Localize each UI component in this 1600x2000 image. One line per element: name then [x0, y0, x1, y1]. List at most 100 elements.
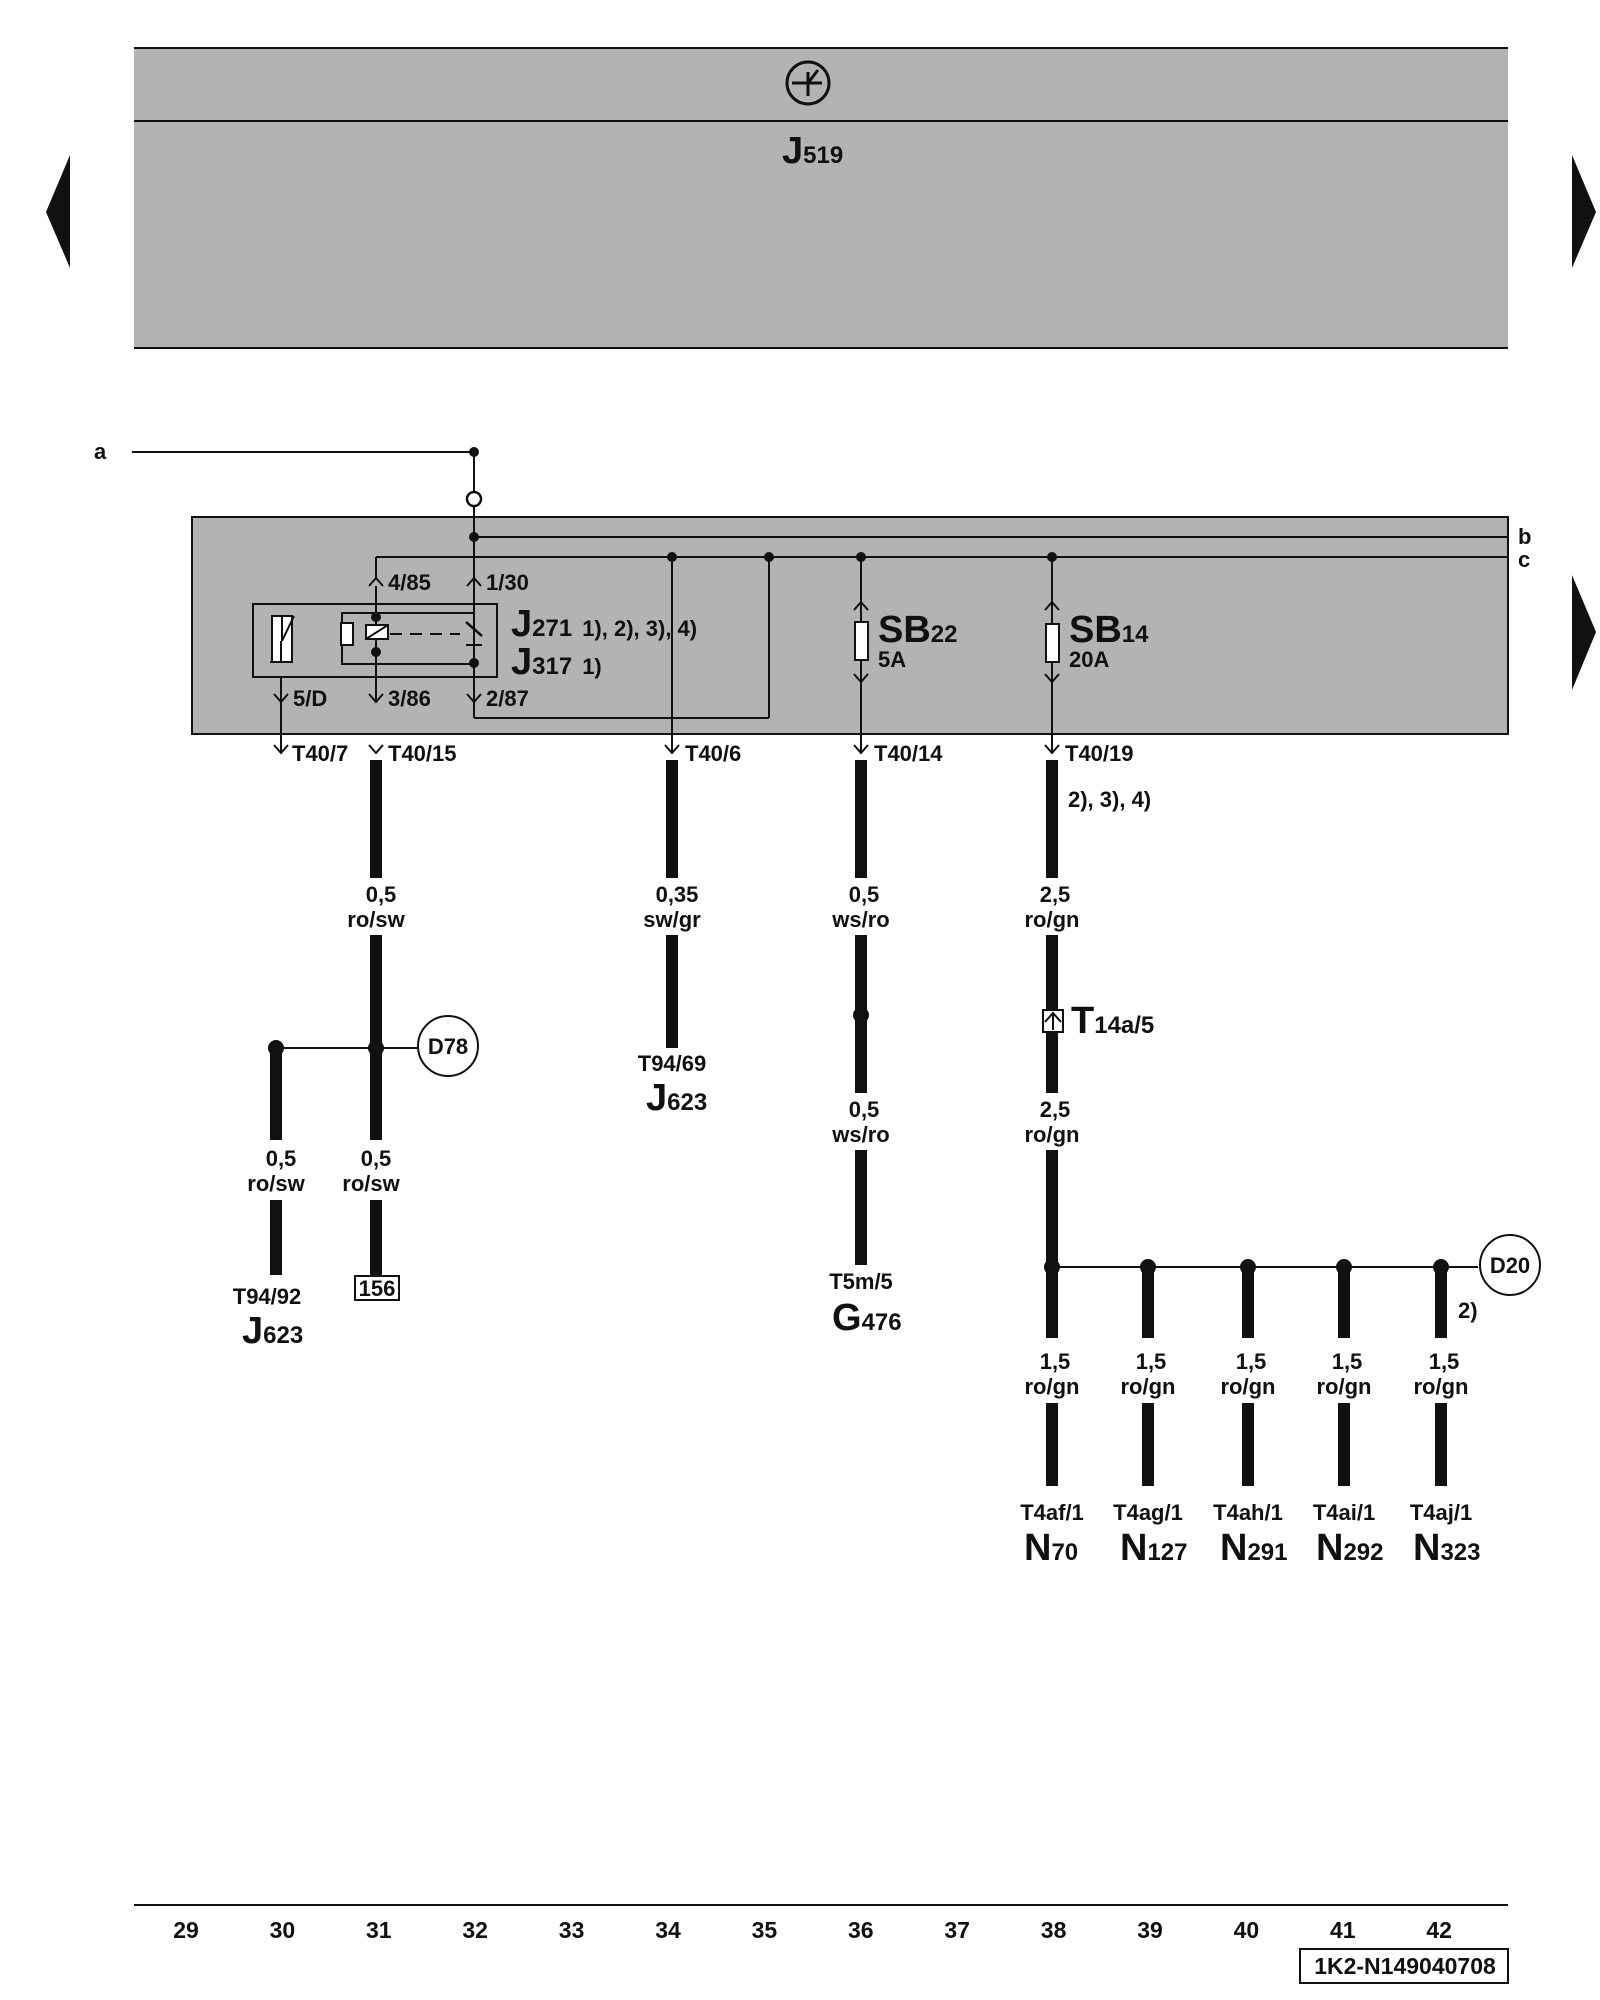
svg-text:0,5: 0,5 [361, 1146, 392, 1171]
svg-text:SB22: SB22 [878, 609, 958, 651]
wire-color: ro/gn [1317, 1374, 1372, 1399]
load-name: N127 [1120, 1527, 1188, 1569]
column-number: 29 [173, 1917, 199, 1943]
svg-text:ro/sw: ro/sw [342, 1171, 400, 1196]
wire-color: ro/gn [1414, 1374, 1469, 1399]
plug-t14a: T14a/5 [1042, 1000, 1154, 1042]
svg-text:0,5: 0,5 [849, 1097, 880, 1122]
svg-text:0,5: 0,5 [366, 882, 397, 907]
wire-gauge: 1,5 [1236, 1349, 1267, 1374]
column-number: 32 [462, 1917, 488, 1943]
wire-color: ro/gn [1221, 1374, 1276, 1399]
load-name: N70 [1024, 1527, 1078, 1569]
svg-text:5/D: 5/D [293, 686, 327, 711]
line-a-label: a [94, 439, 107, 464]
column-number: 31 [366, 1917, 392, 1943]
wire-col31: 0,5 ro/sw 0,5 ro/sw 0,5 ro/sw [247, 760, 418, 1275]
svg-text:5A: 5A [878, 647, 906, 672]
column-number: 33 [559, 1917, 585, 1943]
svg-text:ro/sw: ro/sw [247, 1171, 305, 1196]
ref-156[interactable]: 156 [354, 1275, 400, 1301]
column-number: 42 [1426, 1917, 1452, 1943]
endpoint-j623-pin: T94/92 [233, 1284, 302, 1309]
endpoint-j623-a: J623 [242, 1310, 303, 1352]
column-number: 35 [752, 1917, 778, 1943]
load-name: N292 [1316, 1527, 1384, 1569]
load-pin: T4ah/1 [1213, 1500, 1283, 1525]
wire-col34: 0,35 sw/gr T94/69 J623 [638, 760, 707, 1119]
wire-color: ro/gn [1121, 1374, 1176, 1399]
column-number: 38 [1041, 1917, 1067, 1943]
connection-point-a [465, 490, 483, 508]
load-name: N291 [1220, 1527, 1288, 1569]
column-number: 40 [1234, 1917, 1260, 1943]
column-number: 37 [944, 1917, 970, 1943]
fuse-sb14: SB14 20A [1044, 557, 1149, 752]
svg-text:0,35: 0,35 [656, 882, 699, 907]
svg-text:ro/gn: ro/gn [1025, 1122, 1080, 1147]
svg-text:2,5: 2,5 [1040, 882, 1071, 907]
svg-text:1K2-N149040708: 1K2-N149040708 [1314, 1953, 1496, 1979]
svg-text:ro/sw: ro/sw [347, 907, 405, 932]
control-unit-j519: J519 [134, 47, 1508, 349]
svg-text:sw/gr: sw/gr [643, 907, 701, 932]
line-b-label: b [1518, 524, 1531, 549]
load-pin: T4aj/1 [1410, 1500, 1472, 1525]
wire-gauge: 1,5 [1429, 1349, 1460, 1374]
svg-text:2/87: 2/87 [486, 686, 529, 711]
svg-text:2), 3), 4): 2), 3), 4) [1068, 787, 1151, 812]
svg-text:D78: D78 [428, 1034, 468, 1059]
svg-text:156: 156 [359, 1276, 396, 1301]
svg-text:ro/gn: ro/gn [1025, 907, 1080, 932]
svg-text:0,5: 0,5 [266, 1146, 297, 1171]
d20-note: 2) [1458, 1298, 1478, 1323]
ground-wrench-icon [785, 60, 831, 106]
load-name: N323 [1413, 1527, 1481, 1569]
svg-text:3/86: 3/86 [388, 686, 431, 711]
wire-color: ro/gn [1025, 1374, 1080, 1399]
junction-d78: D78 [417, 1015, 479, 1077]
svg-text:2,5: 2,5 [1040, 1097, 1071, 1122]
load-branches: 1,5ro/gnT4af/1N701,5ro/gnT4ag/1N1271,5ro… [1020, 1259, 1481, 1569]
relay-fuse-carrier [191, 516, 1509, 735]
svg-text:SB14: SB14 [1069, 609, 1149, 651]
load-pin: T4ai/1 [1313, 1500, 1375, 1525]
svg-text:T5m/5: T5m/5 [829, 1269, 893, 1294]
svg-text:ws/ro: ws/ro [831, 907, 889, 932]
connector-t40: T40/7 T40/15 T40/6 T40/14 T40/19 2), 3),… [273, 700, 1151, 812]
column-number: 30 [270, 1917, 296, 1943]
next-page-arrow[interactable] [1572, 155, 1596, 268]
svg-text:20A: 20A [1069, 647, 1109, 672]
wire-gauge: 1,5 [1136, 1349, 1167, 1374]
column-number: 34 [655, 1917, 681, 1943]
svg-text:T40/19: T40/19 [1065, 741, 1134, 766]
next-page-arrow-lower[interactable] [1572, 575, 1596, 690]
junction-d20: D20 [1479, 1234, 1541, 1296]
svg-text:D20: D20 [1490, 1253, 1530, 1278]
prev-page-arrow[interactable] [46, 155, 70, 268]
svg-text:T94/69: T94/69 [638, 1051, 707, 1076]
load-pin: T4ag/1 [1113, 1500, 1183, 1525]
svg-text:J623: J623 [646, 1077, 707, 1119]
svg-text:T14a/5: T14a/5 [1071, 1000, 1154, 1042]
column-number: 41 [1330, 1917, 1356, 1943]
svg-text:1/30: 1/30 [486, 570, 529, 595]
j519-label: J519 [782, 130, 843, 172]
load-pin: T4af/1 [1020, 1500, 1084, 1525]
svg-text:ws/ro: ws/ro [831, 1122, 889, 1147]
wire-gauge: 1,5 [1040, 1349, 1071, 1374]
document-id: 1K2-N149040708 [1299, 1948, 1509, 1984]
svg-text:G476: G476 [832, 1297, 902, 1339]
line-c-label: c [1518, 547, 1530, 572]
column-number: 39 [1137, 1917, 1163, 1943]
svg-text:T40/6: T40/6 [685, 741, 741, 766]
